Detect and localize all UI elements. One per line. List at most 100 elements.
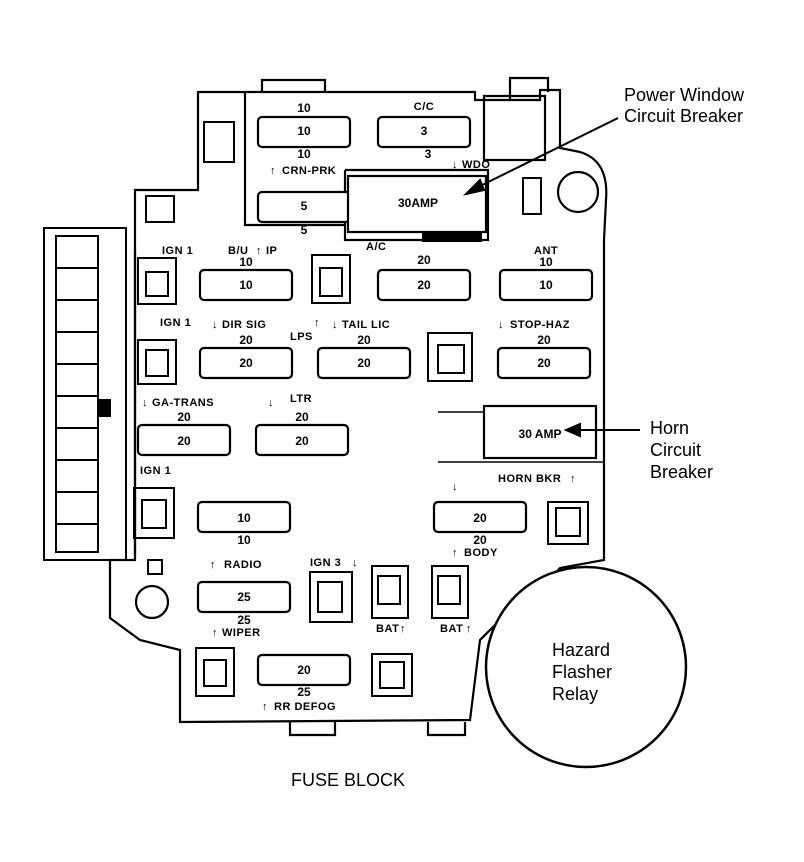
- arrow-up-icon: ↑: [212, 627, 218, 639]
- callout-hazard-line3: Relay: [552, 684, 598, 704]
- fuse-rating: 20: [357, 333, 371, 347]
- arrow-up-icon: ↑: [400, 623, 406, 635]
- fuse-body: [198, 268, 294, 302]
- label-ip: IP: [266, 245, 277, 257]
- fuse-rating: 10: [297, 147, 311, 161]
- small-tab-left: [147, 559, 163, 575]
- label-ign1-c: IGN 1: [140, 465, 171, 477]
- fuse-rating: 10: [539, 278, 553, 292]
- label-ant: ANT: [534, 245, 558, 257]
- label-lps: LPS: [290, 331, 313, 343]
- arrow-down-icon: ↓: [332, 319, 338, 331]
- fuse-rating: 10: [539, 255, 553, 269]
- bracket-right: [522, 177, 542, 215]
- fuse-rating: 20: [177, 410, 191, 424]
- fuse-rating: 20: [239, 356, 253, 370]
- arrow-up-icon: ↑: [466, 623, 472, 635]
- label-crn-prk: CRN-PRK: [282, 165, 336, 177]
- label-ga-trans: GA-TRANS: [152, 397, 214, 409]
- fuse-body: [432, 500, 528, 534]
- upper-left-socket: [203, 121, 235, 163]
- label-ign1-b: IGN 1: [160, 317, 191, 329]
- relay-sockets: [133, 254, 589, 697]
- arrow-up-icon: ↑: [314, 317, 320, 329]
- fuse-rating: 20: [473, 511, 487, 525]
- label-ign3: IGN 3: [310, 557, 341, 569]
- fuse-rating: 5: [301, 199, 308, 213]
- arrow-up-icon: ↑: [262, 701, 268, 713]
- left-socket: [145, 195, 175, 223]
- arrow-up-icon: ↑: [570, 473, 576, 485]
- horn-breaker-tag: HORN BKR: [498, 473, 561, 485]
- fuse-body: [498, 268, 594, 302]
- callout-hazard-line2: Flasher: [552, 662, 612, 682]
- label-body: BODY: [464, 547, 498, 559]
- label-bu: B/U: [228, 245, 248, 257]
- fuse-body: [256, 653, 352, 687]
- label-bat-a: BAT: [376, 623, 399, 635]
- fuse-body: [196, 500, 292, 534]
- arrow-down-icon: ↓: [212, 319, 218, 331]
- fuse-rating: 3: [421, 124, 428, 138]
- label-ac: A/C: [366, 241, 386, 253]
- fuse-body: [316, 346, 412, 380]
- label-wdo: WDO: [462, 159, 490, 171]
- fuse-rating: 20: [357, 356, 371, 370]
- power-window-circuit-breaker: [346, 174, 488, 234]
- fuse-body: [496, 346, 592, 380]
- fuse-rating: 20: [537, 333, 551, 347]
- fuse-rating: 25: [237, 590, 251, 604]
- fuse-rating: 10: [297, 124, 311, 138]
- fuse-rating: 10: [237, 511, 251, 525]
- fuse-body: [256, 115, 352, 149]
- fuse-rating: 10: [297, 101, 311, 115]
- callout-horn-line3: Breaker: [650, 462, 713, 482]
- fuse-rating: 25: [297, 685, 311, 699]
- fuse-rating: 20: [295, 434, 309, 448]
- fuse-body: [196, 580, 292, 614]
- arrow-down-icon: ↓: [452, 159, 458, 171]
- arrow-down-icon: ↓: [498, 319, 504, 331]
- fuse-rating: 10: [239, 278, 253, 292]
- label-ltr: LTR: [290, 393, 312, 405]
- side-connector: [43, 227, 127, 561]
- fuses: [136, 115, 594, 687]
- fuse-rating: 20: [295, 410, 309, 424]
- callout-leaders: [462, 117, 640, 438]
- fuse-body: [376, 115, 472, 149]
- label-rr-defog: RR DEFOG: [274, 701, 336, 713]
- diagram-caption: FUSE BLOCK: [291, 770, 405, 790]
- hazard-flasher-relay: [484, 565, 688, 769]
- fuse-rating: 5: [301, 223, 308, 237]
- arrow-down-icon: ↓: [452, 481, 458, 493]
- fuse-rating: 3: [425, 147, 432, 161]
- label-dir-sig: DIR SIG: [222, 319, 266, 331]
- fuse-rating: 10: [237, 533, 251, 547]
- arrow-up-icon: ↑: [210, 559, 216, 571]
- label-wiper: WIPER: [222, 627, 261, 639]
- breaker-terminal: [422, 232, 482, 242]
- callout-horn-line1: Horn: [650, 418, 689, 438]
- label-cc: C/C: [414, 101, 434, 113]
- callout-power-window-line1: Power Window: [624, 85, 745, 105]
- fuse-rating: 20: [417, 278, 431, 292]
- callout-hazard-line1: Hazard: [552, 640, 610, 660]
- circuit-labels: C/C CRN-PRK ↑ ↓ WDO IGN 1 B/U ↑ IP A/C A…: [140, 101, 570, 713]
- fuse-body: [198, 346, 294, 380]
- label-stop-haz: STOP-HAZ: [510, 319, 570, 331]
- horn-breaker-rating: 30 AMP: [519, 427, 562, 441]
- label-radio: RADIO: [224, 559, 262, 571]
- callout-horn-line2: Circuit: [650, 440, 701, 460]
- fuse-body: [376, 268, 472, 302]
- fuse-values: 10 10 10 3 3 5 5 10 10 20 20 10 10 20 20…: [177, 101, 553, 699]
- fuse-rating: 20: [417, 253, 431, 267]
- fuse-rating: 10: [239, 255, 253, 269]
- fuse-body: [254, 423, 350, 457]
- callout-power-window-line2: Circuit Breaker: [624, 106, 743, 126]
- fuse-rating: 20: [537, 356, 551, 370]
- fuse-rating: 20: [297, 663, 311, 677]
- power-window-breaker-rating: 30AMP: [398, 196, 438, 210]
- mounting-hole-right: [556, 170, 600, 214]
- fuse-rating: 25: [237, 613, 251, 627]
